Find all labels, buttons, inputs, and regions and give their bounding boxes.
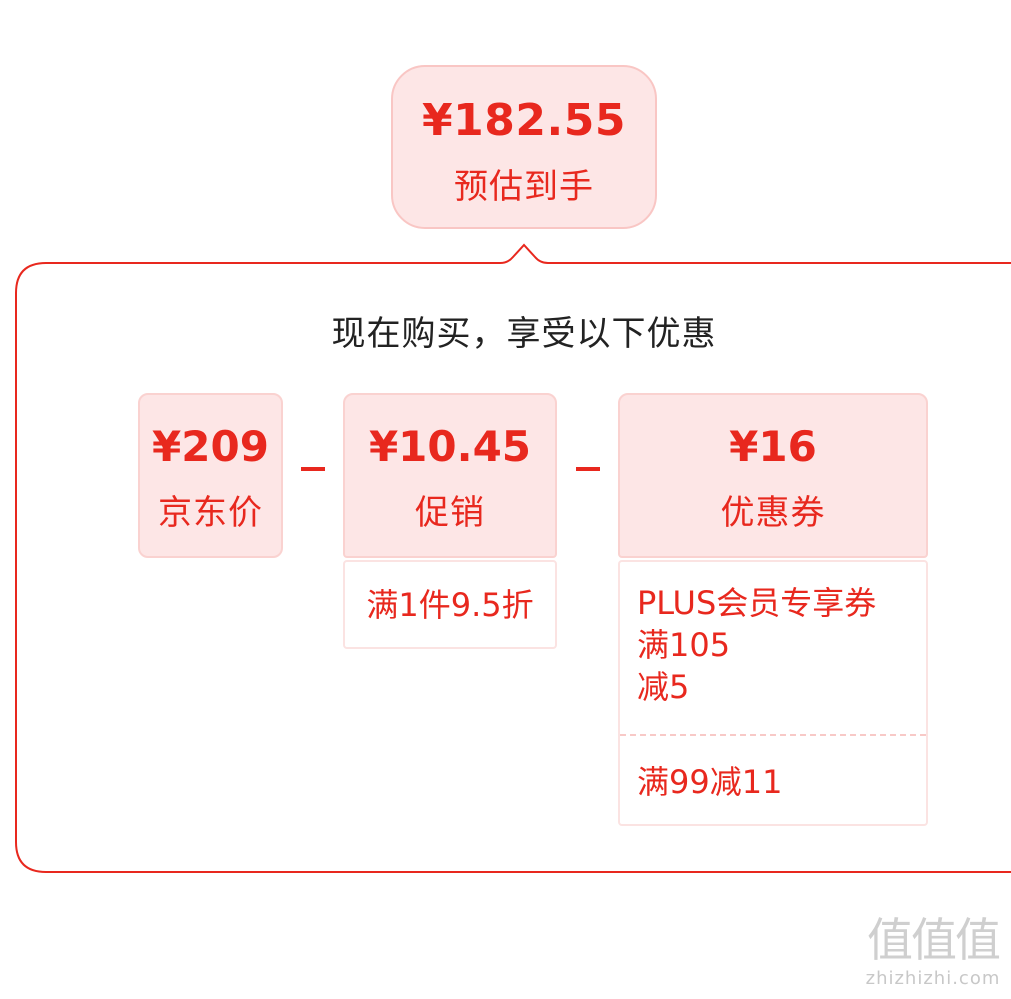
site-watermark: 值值值 zhizhizhi.com [858, 912, 1008, 996]
panel-heading: 现在购买，享受以下优惠 [331, 314, 717, 354]
estimated-price-bubble: ¥182.55 预估到手 [391, 65, 657, 229]
promotion-caption: 促销 [415, 493, 485, 533]
coupon-box[interactable]: ¥16 优惠券 [618, 393, 928, 558]
promotion-box[interactable]: ¥10.45 促销 [343, 393, 557, 558]
promotion-amount: ¥10.45 [368, 422, 532, 471]
watermark-logo: 值值值 [867, 913, 1001, 967]
minus-sign [301, 467, 325, 471]
watermark-url: zhizhizhi.com [865, 968, 1001, 989]
coupon-amount: ¥16 [729, 422, 817, 471]
coupon-item-line: 满99减11 [637, 763, 783, 801]
promotion-detail-text: 满1件9.5折 [366, 586, 534, 624]
estimated-price-label: 预估到手 [454, 167, 594, 207]
coupon-item-line: 满105 [637, 626, 731, 664]
estimated-price: ¥182.55 [422, 95, 626, 146]
minus-sign [576, 467, 600, 471]
coupon-divider [620, 734, 926, 736]
jd-price-box: ¥209 京东价 [138, 393, 283, 558]
coupon-item-line: 减5 [637, 668, 690, 706]
coupon-item: 满99减11 [637, 761, 782, 803]
coupon-item-line: PLUS会员专享券 [637, 584, 877, 622]
coupon-detail: PLUS会员专享券 满105 减5 满99减11 [618, 560, 928, 826]
jd-price-caption: 京东价 [158, 493, 263, 533]
jd-price-amount: ¥209 [152, 422, 269, 471]
coupon-item: PLUS会员专享券 满105 减5 [637, 582, 927, 708]
coupon-caption: 优惠券 [720, 493, 826, 533]
promotion-detail: 满1件9.5折 [343, 560, 557, 649]
